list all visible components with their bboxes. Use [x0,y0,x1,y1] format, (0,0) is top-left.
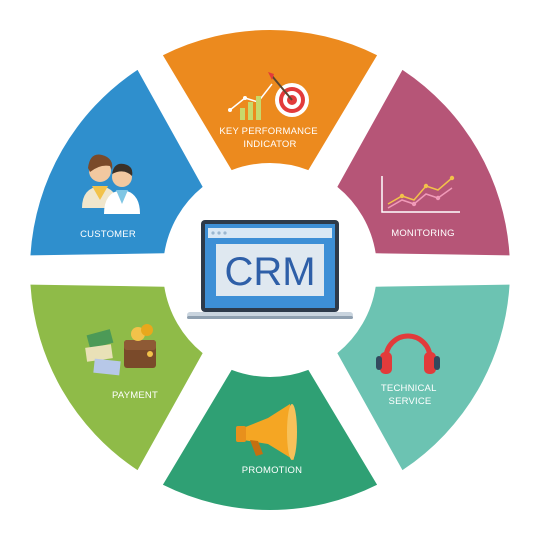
segment-label-customer: CUSTOMER [80,229,136,240]
wallet-money-icon [85,324,156,376]
segment-label-promotion: PROMOTION [242,465,302,476]
segment-customer[interactable] [30,69,203,256]
customers-icon [82,154,140,214]
line-chart-icon [381,175,460,213]
segment-payment[interactable] [30,284,203,471]
target-chart-icon [228,72,309,120]
segment-monitoring[interactable] [337,69,510,256]
segment-kpi[interactable] [162,29,378,171]
headphones-icon [376,333,440,374]
center-title: CRM [224,250,315,294]
segment-label-payment: PAYMENT [112,390,158,401]
laptop-icon: CRM [187,220,353,319]
segment-technical[interactable] [337,284,510,471]
segment-label-monitoring: MONITORING [391,228,455,239]
megaphone-icon [236,404,297,460]
segment-label-technical: TECHNICAL SERVICE [381,383,439,407]
segment-label-kpi: KEY PERFORMANCE INDICATOR [219,126,320,150]
